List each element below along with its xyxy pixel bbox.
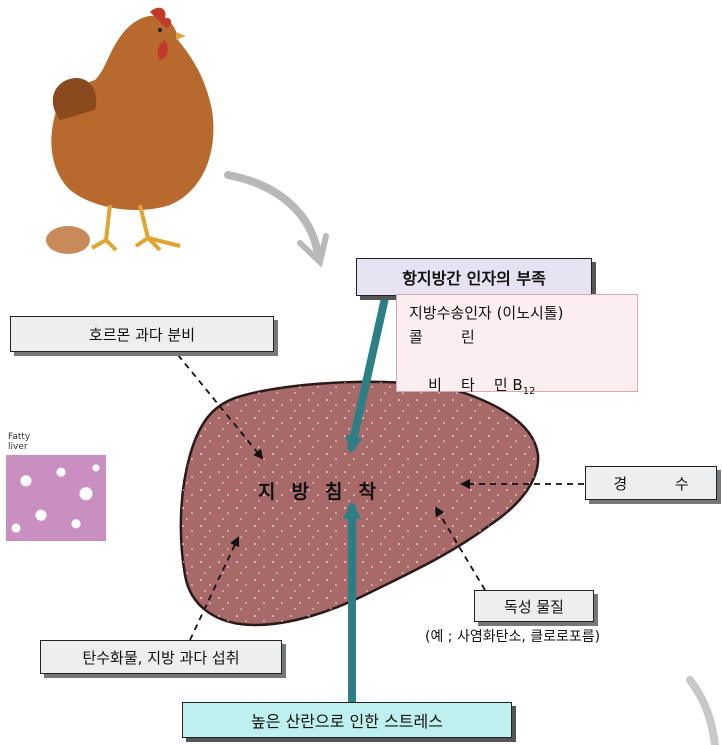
hard-water-label: 경 수 <box>613 473 688 494</box>
fatty-liver-micrograph <box>6 455 106 541</box>
carb-fat-intake-label: 탄수화물, 지방 과다 섭취 <box>82 647 239 668</box>
fat-deposition-label: 지방침착 <box>258 477 392 504</box>
fatty-liver-caption: Fatty liver <box>8 432 38 452</box>
hormone-box: 호르몬 과다 분비 <box>10 316 274 352</box>
lipotropic-deficiency-label: 항지방간 인자의 부족 <box>402 265 546 289</box>
swoosh-arrow-bottom <box>690 680 715 745</box>
lipotropic-factors-panel: 지방수송인자 (이노시톨) 콜 린 비 타 민 B12 <box>396 294 638 392</box>
swoosh-arrow-top <box>228 175 318 255</box>
hormone-label: 호르몬 과다 분비 <box>89 324 195 345</box>
factor-choline: 콜 린 <box>409 325 637 349</box>
laying-stress-box: 높은 산란으로 인한 스트레스 <box>182 702 512 738</box>
laying-stress-label: 높은 산란으로 인한 스트레스 <box>251 708 443 732</box>
hen-illustration <box>46 8 213 254</box>
hard-water-box: 경 수 <box>585 466 717 500</box>
toxic-box: 독성 물질 <box>474 590 594 622</box>
lipotropic-deficiency-box: 항지방간 인자의 부족 <box>356 258 592 296</box>
factor-vitamin: 비 타 민 B12 <box>409 349 637 428</box>
toxic-examples: (예 ; 사염화탄소, 클로로포름) <box>425 626 600 646</box>
carb-fat-intake-box: 탄수화물, 지방 과다 섭취 <box>40 640 282 674</box>
factor-transport: 지방수송인자 (이노시톨) <box>409 301 637 325</box>
toxic-label: 독성 물질 <box>504 596 564 617</box>
